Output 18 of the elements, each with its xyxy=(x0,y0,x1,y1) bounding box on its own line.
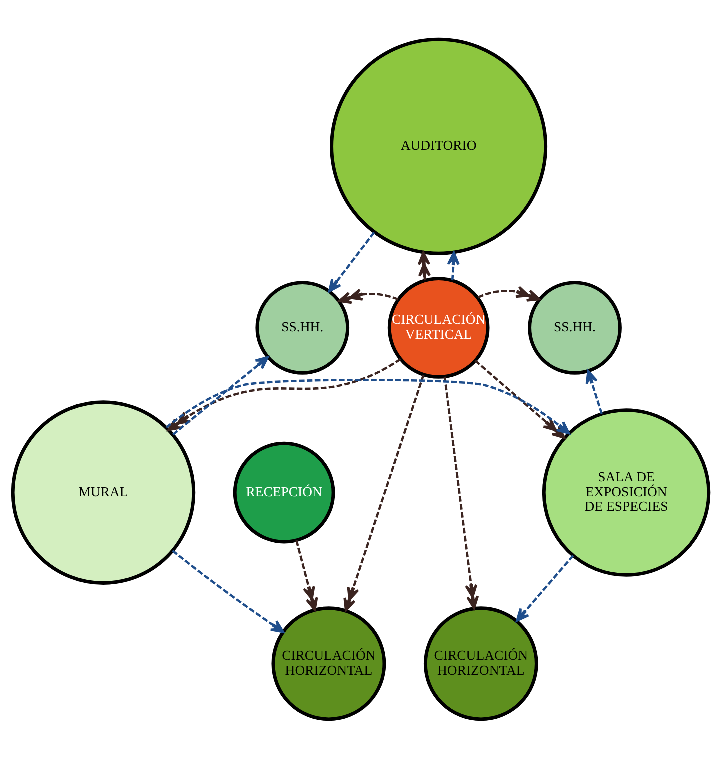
node-circle: SS.HH. xyxy=(528,280,622,374)
arrow xyxy=(328,231,376,292)
arrow xyxy=(516,554,574,622)
arrow xyxy=(586,370,604,414)
arrow xyxy=(444,376,480,610)
node-circle: CIRCULACIÓN VERTICAL xyxy=(388,276,490,378)
arrow xyxy=(478,286,541,302)
node-circle: AUDITORIO xyxy=(330,37,548,255)
arrow xyxy=(172,356,270,436)
arrow xyxy=(344,374,425,612)
arrow xyxy=(172,550,284,633)
node-circle: RECEPCIÓN xyxy=(233,441,336,544)
arrow xyxy=(296,540,318,611)
node-circle: MURAL xyxy=(11,400,196,584)
arrow xyxy=(447,251,460,280)
arrow xyxy=(338,288,399,304)
node-circle: CIRCULACIÓN HORIZONTAL xyxy=(272,606,386,721)
arrow xyxy=(418,251,432,280)
